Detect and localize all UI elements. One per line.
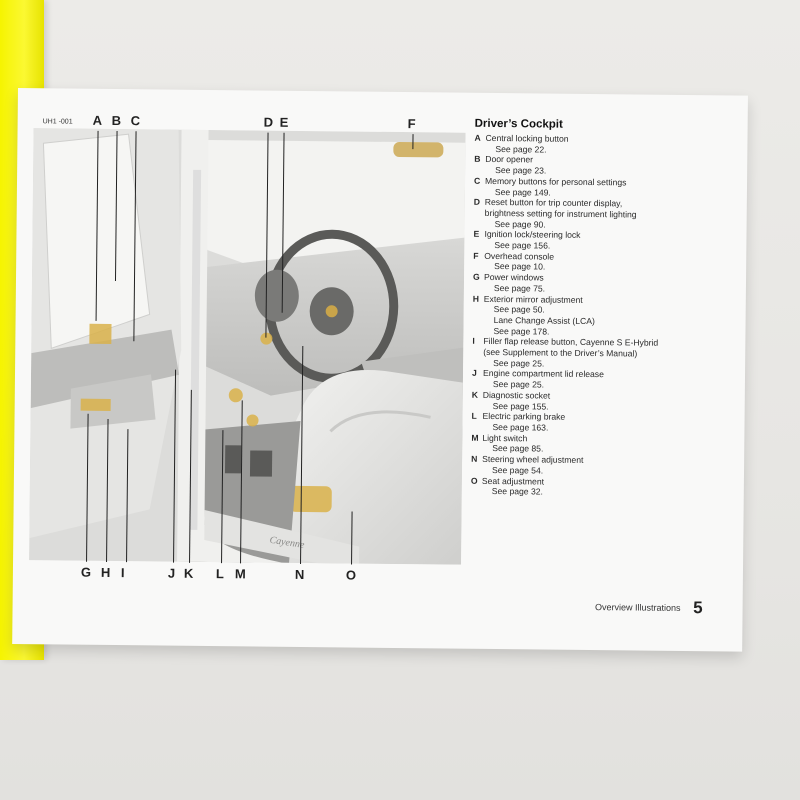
- leader-line-f: [412, 134, 414, 150]
- callout-f: F: [407, 116, 417, 132]
- page-number: 5: [693, 598, 703, 618]
- callout-n: N: [294, 566, 305, 583]
- callout-b: B: [111, 112, 122, 129]
- legend-title: Driver’s Cockpit: [474, 117, 563, 131]
- callout-a: A: [92, 112, 103, 128]
- manual-page: UH1 -001: [12, 88, 748, 652]
- overhead-console-highlight: [393, 141, 444, 158]
- callout-e: E: [279, 114, 289, 130]
- callout-k: K: [183, 565, 194, 581]
- callout-i: I: [120, 565, 126, 581]
- callout-h: H: [100, 564, 111, 580]
- callout-c: C: [130, 113, 141, 129]
- legend-item-d: D Reset button for trip counter display,…: [473, 196, 637, 230]
- callout-l: L: [215, 566, 225, 582]
- sill-badge-text: Cayenne: [269, 535, 306, 551]
- window-switches: [80, 398, 111, 411]
- legend: Driver’s Cockpit A Central locking butto…: [471, 118, 735, 500]
- callout-m: M: [234, 566, 247, 582]
- callout-g: G: [80, 564, 92, 580]
- callout-o: O: [345, 567, 357, 583]
- figure-code: UH1 -001: [42, 118, 73, 126]
- legend-item-i: I Filler flap release button, Cayenne S …: [472, 336, 659, 369]
- seat-adjust-switches: [289, 485, 332, 513]
- cockpit-illustration: Cayenne: [29, 128, 466, 565]
- cockpit-drawing: Cayenne: [29, 128, 466, 565]
- door-buttons: [89, 323, 112, 344]
- callout-j: J: [167, 565, 176, 581]
- footer-section-label: Overview Illustrations: [595, 602, 681, 613]
- callout-d: D: [263, 114, 274, 130]
